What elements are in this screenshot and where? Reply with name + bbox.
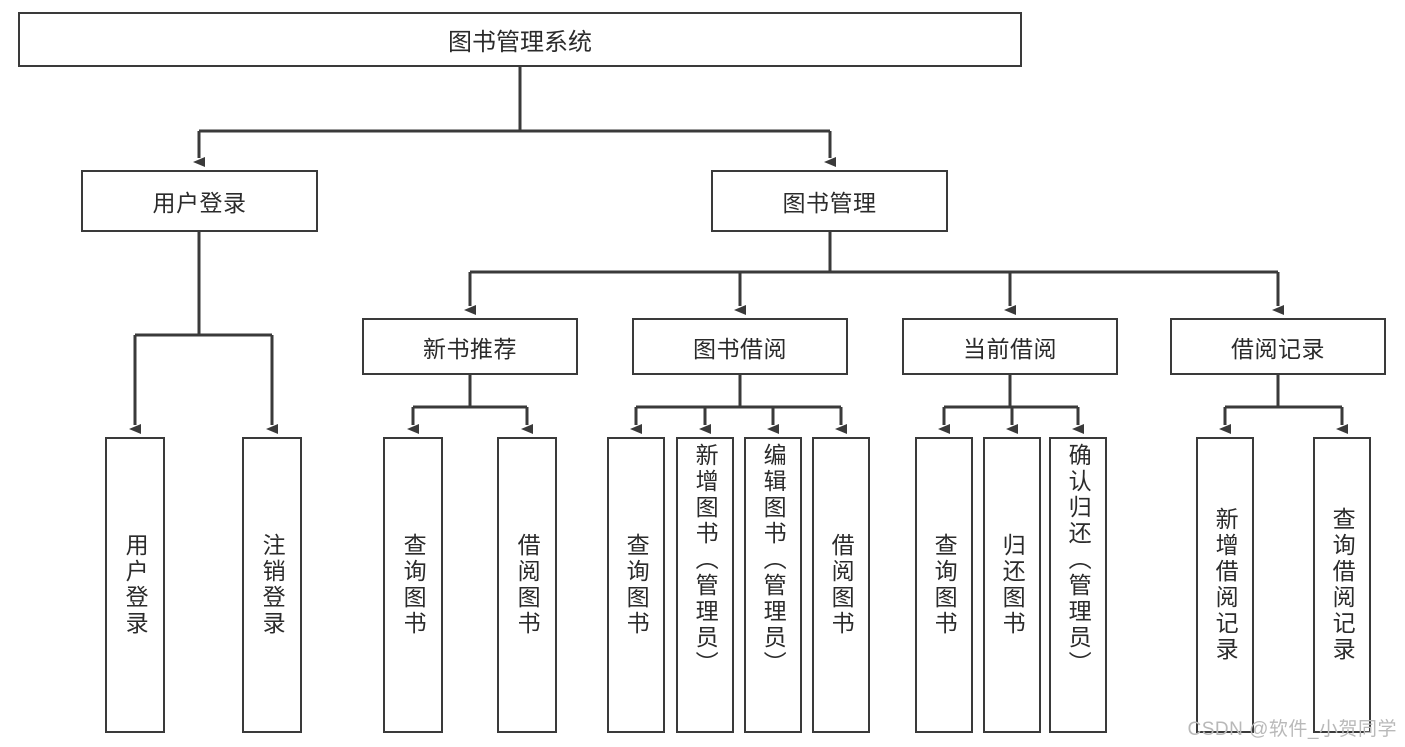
node-book-management[interactable]: 图书管理 (711, 170, 948, 232)
leaf-edit-book-admin[interactable]: 编辑图书（管理员） (744, 437, 802, 733)
leaf-borrow-book-recommend[interactable]: 借阅图书 (497, 437, 557, 733)
node-label: 借阅记录 (1231, 335, 1325, 362)
node-book-borrow[interactable]: 图书借阅 (632, 318, 848, 375)
leaf-confirm-return-admin[interactable]: 确认归还（管理员） (1049, 437, 1107, 733)
node-label: 图书管理系统 (448, 29, 592, 56)
node-label: 新增借阅记录 (1212, 507, 1239, 663)
node-label: 注销登录 (259, 533, 286, 637)
node-label: 查询图书 (623, 533, 650, 637)
leaf-query-book-borrow[interactable]: 查询图书 (607, 437, 665, 733)
leaf-logout-login[interactable]: 注销登录 (242, 437, 302, 733)
node-label: 查询图书 (931, 533, 958, 637)
node-user-login[interactable]: 用户登录 (81, 170, 318, 232)
node-root-book-management-system[interactable]: 图书管理系统 (18, 12, 1022, 67)
leaf-query-book-recommend[interactable]: 查询图书 (383, 437, 443, 733)
leaf-add-borrow-record[interactable]: 新增借阅记录 (1196, 437, 1254, 733)
node-label: 图书借阅 (693, 335, 787, 362)
node-label: 查询图书 (400, 533, 427, 637)
node-label: 用户登录 (152, 190, 247, 216)
node-label: 确认归还（管理员） (1065, 443, 1092, 677)
csdn-watermark: CSDN @软件_小贺同学 (1187, 719, 1397, 740)
node-label: 新增图书（管理员） (692, 443, 719, 677)
node-label: 编辑图书（管理员） (760, 443, 787, 677)
leaf-borrow-book-borrow[interactable]: 借阅图书 (812, 437, 870, 733)
node-label: 图书管理 (782, 190, 877, 216)
node-label: 新书推荐 (423, 335, 517, 362)
leaf-add-book-admin[interactable]: 新增图书（管理员） (676, 437, 734, 733)
node-label: 当前借阅 (963, 335, 1057, 362)
leaf-user-login[interactable]: 用户登录 (105, 437, 165, 733)
node-label: 查询借阅记录 (1329, 507, 1356, 663)
leaf-query-borrow-record[interactable]: 查询借阅记录 (1313, 437, 1371, 733)
node-borrow-record[interactable]: 借阅记录 (1170, 318, 1386, 375)
node-label: 借阅图书 (514, 533, 541, 637)
leaf-query-book-current[interactable]: 查询图书 (915, 437, 973, 733)
node-label: 用户登录 (122, 533, 149, 637)
node-current-borrow[interactable]: 当前借阅 (902, 318, 1118, 375)
leaf-return-book[interactable]: 归还图书 (983, 437, 1041, 733)
node-new-book-recommend[interactable]: 新书推荐 (362, 318, 578, 375)
node-label: 归还图书 (999, 533, 1026, 637)
node-label: 借阅图书 (828, 533, 855, 637)
